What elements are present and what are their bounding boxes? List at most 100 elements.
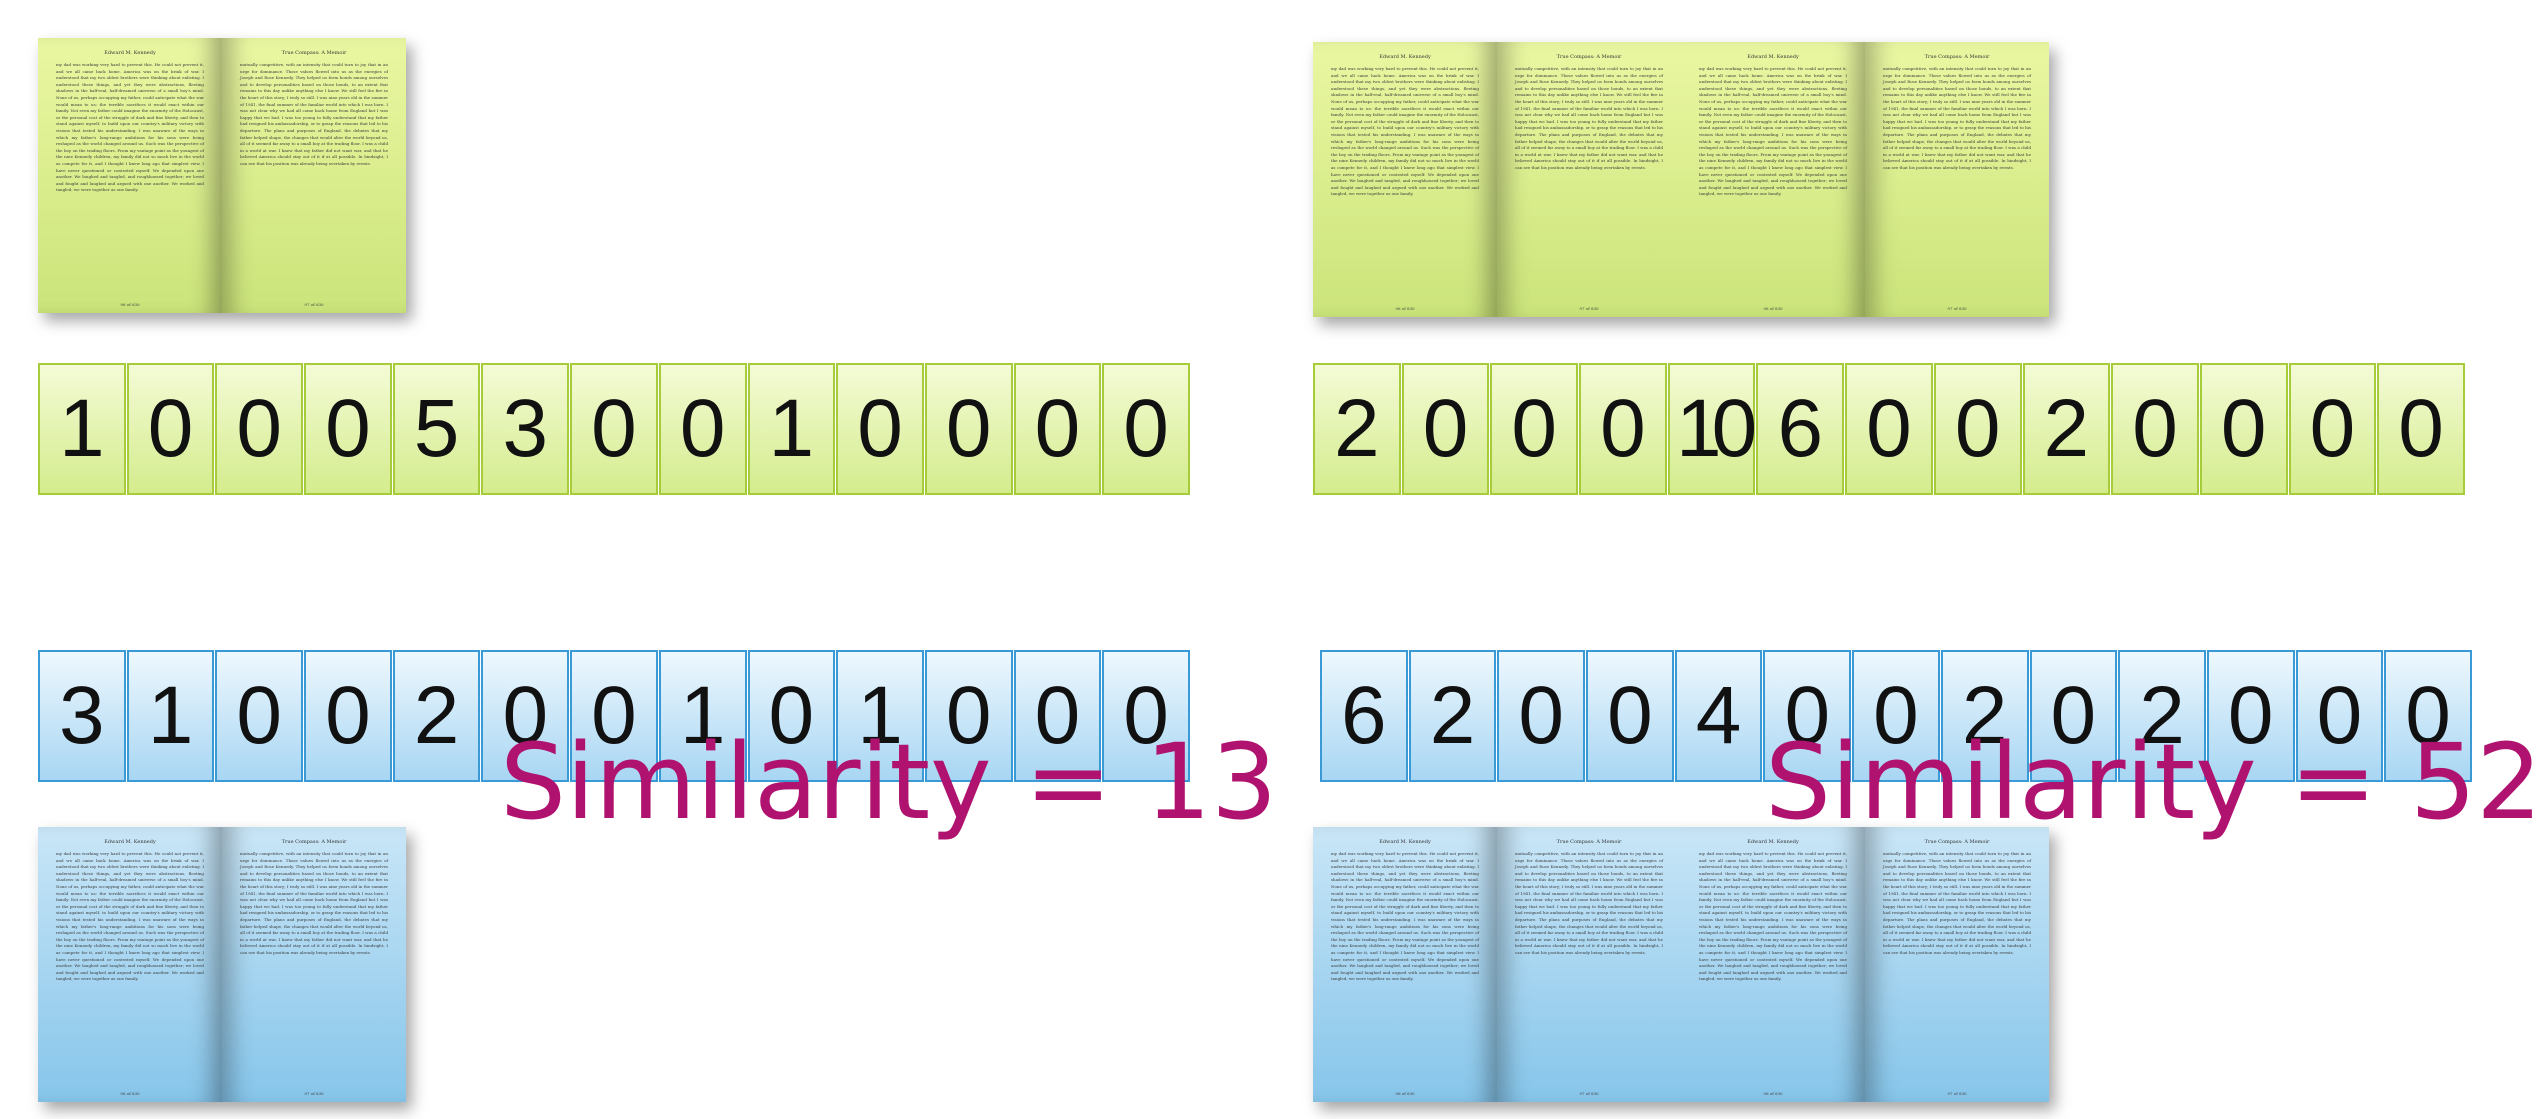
code-cell: 0: [2295, 650, 2384, 782]
code-cell: 1: [836, 650, 924, 782]
code-cell: 0: [1013, 363, 1102, 495]
page-text: mutually competitive, with an intensity …: [1883, 851, 2031, 955]
code-cell: 0: [1497, 650, 1586, 782]
code-cell: 0: [1763, 650, 1852, 782]
code-cell: 4: [1674, 650, 1763, 782]
book-page-right: True Compass: A Memoir mutually competit…: [1865, 827, 2049, 1102]
book-page-right: True Compass: A Memoir mutually competit…: [222, 38, 406, 313]
page-text: my dad was working very hard to prevent …: [1331, 851, 1479, 982]
page-text: my dad was working very hard to prevent …: [1699, 66, 1847, 197]
similarity-label-left: Similarity = 13: [500, 721, 1278, 843]
code-cell: 0: [1013, 650, 1102, 782]
book-page-left: Edward M. Kennedy my dad was working ver…: [1313, 827, 1497, 1102]
page-text: mutually competitive, with an intensity …: [1515, 851, 1663, 955]
code-cell: 0: [747, 650, 836, 782]
code-cell: 0: [2377, 363, 2465, 495]
code-cell: 0: [1933, 363, 2022, 495]
code-cell: 0: [924, 363, 1013, 495]
page-text: my dad was working very hard to prevent …: [1699, 851, 1847, 982]
code-cell: 10: [1667, 363, 1757, 495]
book-page-left: Edward M. Kennedy my dad was working ver…: [38, 827, 222, 1102]
page-header: True Compass: A Memoir: [1556, 54, 1622, 60]
code-cell: 1: [126, 650, 215, 782]
code-cell: 2: [2118, 650, 2206, 782]
code-cell: 0: [215, 650, 304, 782]
code-cell: 0: [658, 363, 747, 495]
page-header: Edward M. Kennedy: [104, 839, 156, 845]
page-number: 97 of 830: [1947, 306, 1967, 311]
code-cell: 0: [215, 363, 304, 495]
page-header: Edward M. Kennedy: [1747, 54, 1799, 60]
code-cell: 0: [836, 363, 924, 495]
page-header: Edward M. Kennedy: [104, 50, 156, 56]
code-cell: 6: [1320, 650, 1408, 782]
code-cell: 0: [1102, 650, 1190, 782]
code-cell: 0: [481, 650, 570, 782]
page-number: 97 of 830: [304, 302, 324, 307]
right-bottom-document: Edward M. Kennedy my dad was working ver…: [1313, 827, 2049, 1102]
code-cell: 0: [1490, 363, 1579, 495]
page-header: True Compass: A Memoir: [281, 50, 347, 56]
code-cell: 0: [2199, 363, 2288, 495]
code-cell: 0: [2288, 363, 2377, 495]
code-cell: 3: [481, 363, 570, 495]
book-page-left: Edward M. Kennedy my dad was working ver…: [1681, 827, 1865, 1102]
page-header: True Compass: A Memoir: [1556, 839, 1622, 845]
book-page-left: Edward M. Kennedy my dad was working ver…: [1681, 42, 1865, 317]
page-header: True Compass: A Memoir: [281, 839, 347, 845]
book-page-right: True Compass: A Memoir mutually competit…: [1497, 827, 1681, 1102]
code-cell: 0: [2029, 650, 2118, 782]
code-cell: 2: [1408, 650, 1497, 782]
code-cell: 0: [2206, 650, 2295, 782]
book-page-left: Edward M. Kennedy my dad was working ver…: [38, 38, 222, 313]
page-text: mutually competitive, with an intensity …: [1515, 66, 1663, 170]
left-top-document: Edward M. Kennedy my dad was working ver…: [38, 38, 406, 313]
page-text: my dad was working very hard to prevent …: [56, 62, 204, 193]
code-cell: 0: [1845, 363, 1933, 495]
page-number: 97 of 830: [1579, 1091, 1599, 1096]
code-cell: 0: [2111, 363, 2199, 495]
code-cell: 0: [304, 650, 392, 782]
code-cell: 0: [304, 363, 392, 495]
code-cell: 0: [924, 650, 1013, 782]
code-cell: 0: [1586, 650, 1674, 782]
code-cell: 0: [570, 363, 658, 495]
page-text: my dad was working very hard to prevent …: [56, 851, 204, 982]
code-cell: 0: [126, 363, 215, 495]
book-page-right: True Compass: A Memoir mutually competit…: [222, 827, 406, 1102]
code-cell: 0: [1852, 650, 1940, 782]
code-cell: 1: [658, 650, 747, 782]
page-header: True Compass: A Memoir: [1924, 839, 1990, 845]
code-cell: 3: [38, 650, 126, 782]
left-bottom-document: Edward M. Kennedy my dad was working ver…: [38, 827, 406, 1102]
page-text: my dad was working very hard to prevent …: [1331, 66, 1479, 197]
page-number: 96 of 830: [120, 1091, 140, 1096]
page-number: 96 of 830: [120, 302, 140, 307]
book-page-right: True Compass: A Memoir mutually competit…: [1865, 42, 2049, 317]
similarity-label-right: Similarity = 52: [1765, 721, 2542, 843]
code-cell: 2: [1940, 650, 2029, 782]
code-cell: 0: [1401, 363, 1490, 495]
page-header: True Compass: A Memoir: [1924, 54, 1990, 60]
code-cell: 2: [1313, 363, 1401, 495]
code-cell: 0: [1579, 363, 1667, 495]
code-cell: 0: [2384, 650, 2472, 782]
page-header: Edward M. Kennedy: [1379, 839, 1431, 845]
code-cell: 0: [1102, 363, 1190, 495]
page-number: 96 of 830: [1395, 1091, 1415, 1096]
page-text: mutually competitive, with an intensity …: [1883, 66, 2031, 170]
page-text: mutually competitive, with an intensity …: [240, 62, 388, 166]
right-top-document: Edward M. Kennedy my dad was working ver…: [1313, 42, 2049, 317]
code-cell: 5: [392, 363, 481, 495]
code-cell: 2: [392, 650, 481, 782]
page-number: 97 of 830: [304, 1091, 324, 1096]
page-number: 96 of 830: [1763, 306, 1783, 311]
page-text: mutually competitive, with an intensity …: [240, 851, 388, 955]
page-number: 97 of 830: [1947, 1091, 1967, 1096]
code-cell: 2: [2022, 363, 2111, 495]
book-page-right: True Compass: A Memoir mutually competit…: [1497, 42, 1681, 317]
